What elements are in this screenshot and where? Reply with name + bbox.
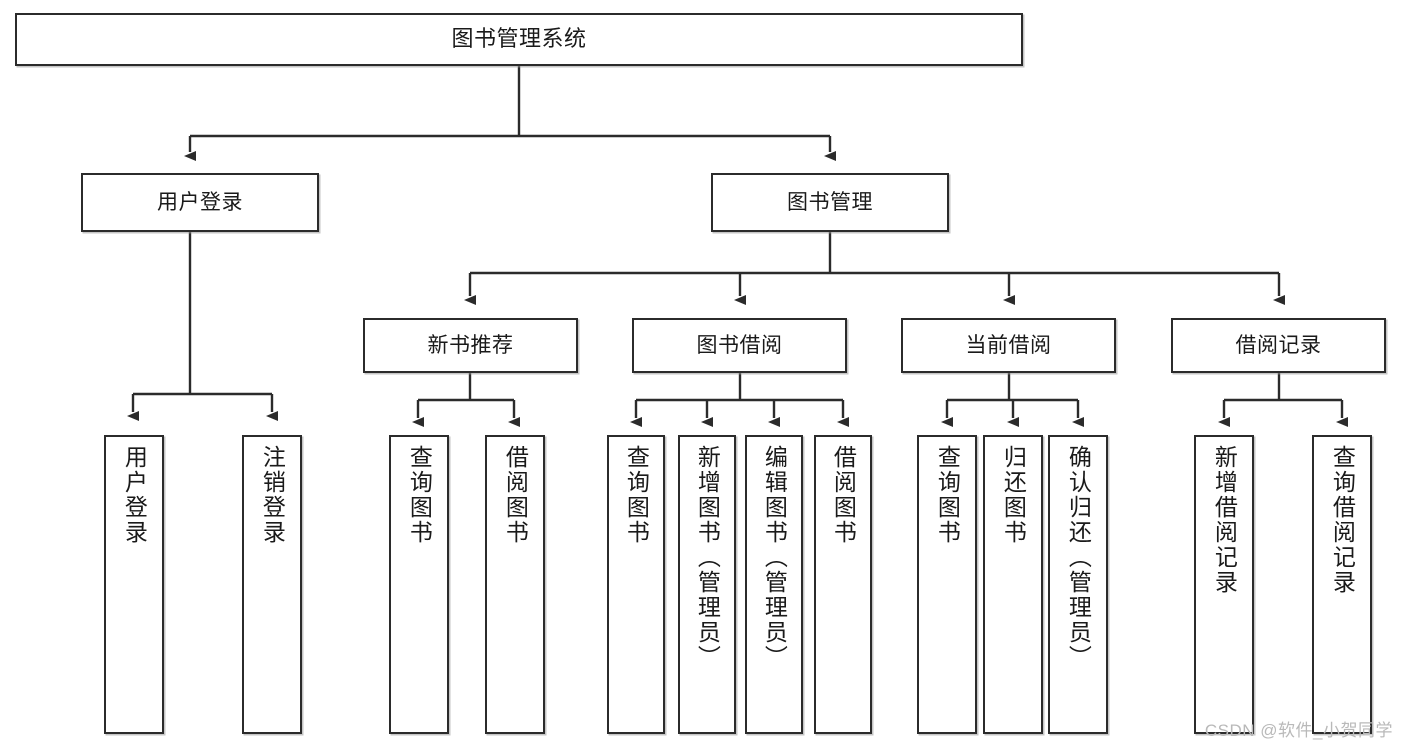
node-label: 当前借阅: [965, 333, 1052, 357]
leaf-logout[interactable]: 注销登录: [242, 435, 302, 734]
node-book-management[interactable]: 图书管理: [711, 173, 949, 232]
node-label: 图书管理: [787, 190, 873, 214]
node-label: 新增借阅记录: [1211, 445, 1238, 595]
leaf-borrow-book-recommend[interactable]: 借阅图书: [485, 435, 545, 734]
node-label: 确认归还（管理员）: [1065, 445, 1092, 670]
node-label: 编辑图书（管理员）: [761, 445, 788, 670]
leaf-query-book-current[interactable]: 查询图书: [917, 435, 977, 734]
node-borrow-records[interactable]: 借阅记录: [1171, 318, 1386, 373]
leaf-query-book-borrow[interactable]: 查询图书: [607, 435, 665, 734]
node-label: 查询图书: [934, 445, 961, 545]
leaf-add-borrow-record[interactable]: 新增借阅记录: [1194, 435, 1254, 734]
node-user-login[interactable]: 用户登录: [81, 173, 319, 232]
node-new-book-recommend[interactable]: 新书推荐: [363, 318, 578, 373]
node-label: 查询图书: [623, 445, 650, 545]
node-label: 注销登录: [259, 445, 286, 545]
node-label: 借阅图书: [502, 445, 529, 545]
leaf-add-book-admin[interactable]: 新增图书（管理员）: [678, 435, 736, 734]
node-current-borrow[interactable]: 当前借阅: [901, 318, 1116, 373]
node-label: 借阅记录: [1235, 333, 1322, 357]
node-label: 用户登录: [121, 445, 148, 545]
leaf-query-book-recommend[interactable]: 查询图书: [389, 435, 449, 734]
node-label: 新书推荐: [427, 333, 514, 357]
leaf-return-book[interactable]: 归还图书: [983, 435, 1043, 734]
leaf-edit-book-admin[interactable]: 编辑图书（管理员）: [745, 435, 803, 734]
leaf-query-borrow-record[interactable]: 查询借阅记录: [1312, 435, 1372, 734]
node-label: 查询图书: [406, 445, 433, 545]
watermark: CSDN @软件_小贺同学: [1204, 721, 1393, 740]
node-root-system[interactable]: 图书管理系统: [15, 13, 1023, 66]
node-label: 图书管理系统: [451, 26, 587, 52]
node-label: 新增图书（管理员）: [694, 445, 721, 670]
node-label: 用户登录: [157, 190, 243, 214]
node-label: 归还图书: [1000, 445, 1027, 545]
leaf-confirm-return-admin[interactable]: 确认归还（管理员）: [1048, 435, 1108, 734]
leaf-borrow-book[interactable]: 借阅图书: [814, 435, 872, 734]
node-label: 图书借阅: [696, 333, 783, 357]
node-label: 查询借阅记录: [1329, 445, 1356, 595]
node-book-borrow[interactable]: 图书借阅: [632, 318, 847, 373]
leaf-user-login[interactable]: 用户登录: [104, 435, 164, 734]
node-label: 借阅图书: [830, 445, 857, 545]
